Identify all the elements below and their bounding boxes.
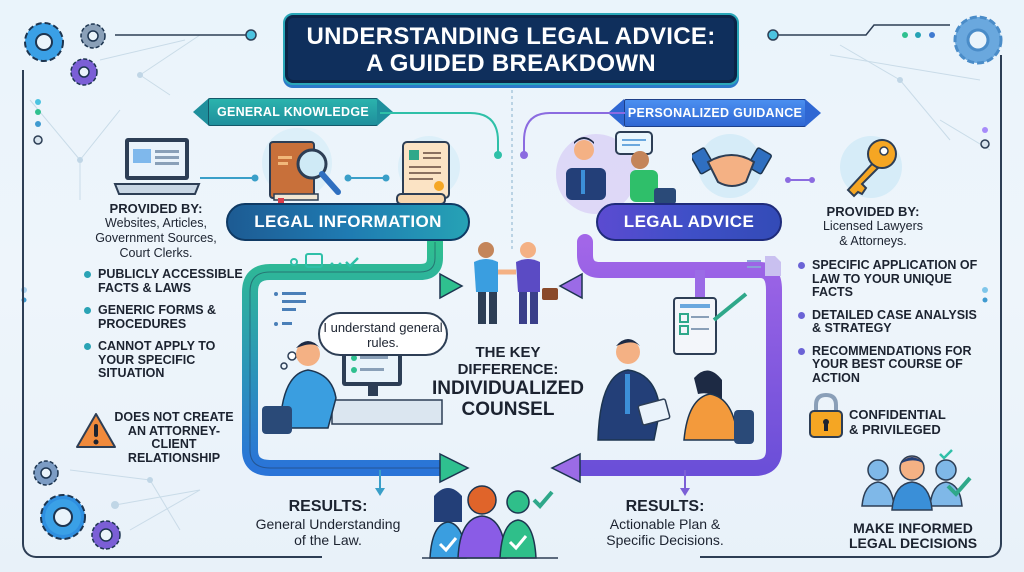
- bullet-item: DETAILED CASE ANALYSIS & STRATEGY: [796, 308, 982, 336]
- handshake-people-illustration: [474, 242, 558, 324]
- ribbon-personalized-guidance: PERSONALIZED GUIDANCE: [624, 99, 806, 127]
- chat-check-icons: [290, 253, 359, 268]
- right-provided-by: PROVIDED BY: Licensed Lawyers & Attorney…: [808, 204, 938, 249]
- gears-icon-top-left: [24, 22, 106, 86]
- document-icons: [747, 256, 781, 276]
- thought-bubble: I understand general rules.: [318, 312, 448, 356]
- key-icon: [846, 139, 897, 198]
- outcome-line: LEGAL DECISIONS: [848, 535, 978, 551]
- banner-legal-advice: LEGAL ADVICE: [596, 203, 782, 241]
- banner-legal-information: LEGAL INFORMATION: [226, 203, 470, 241]
- provided-by-label: PROVIDED BY:: [826, 204, 920, 219]
- gears-icon-bottom-left: [33, 460, 121, 550]
- key-difference-text: THE KEY DIFFERENCE: INDIVIDUALIZED COUNS…: [418, 344, 598, 420]
- title-line-2: A GUIDED BREAKDOWN: [366, 50, 656, 77]
- ribbon-general-knowledge: GENERAL KNOWLEDGE: [208, 98, 378, 126]
- results-line: Actionable Plan &: [609, 516, 721, 532]
- key-diff-line-1: THE KEY: [475, 344, 541, 361]
- provided-by-line: Government Sources,: [95, 231, 217, 245]
- icon-connector: [785, 177, 815, 183]
- padlock-icon: [809, 393, 843, 438]
- key-diff-line-4: COUNSEL: [461, 399, 555, 420]
- lawyer-client-illustration: [597, 292, 754, 444]
- ribbon-tail-right: [805, 99, 821, 127]
- page-title: UNDERSTANDING LEGAL ADVICE: A GUIDED BRE…: [283, 13, 739, 85]
- results-line: General Understanding: [255, 516, 401, 532]
- outcome-text: MAKE INFORMED LEGAL DECISIONS: [828, 521, 998, 551]
- confidential-line: CONFIDENTIAL: [849, 407, 946, 422]
- consultation-icon: [566, 131, 676, 204]
- bullet-item: CANNOT APPLY TO YOUR SPECIFIC SITUATION: [82, 339, 252, 381]
- provided-by-line: Websites, Articles,: [105, 216, 207, 230]
- provided-by-line: Licensed Lawyers: [822, 219, 924, 233]
- results-label: RESULTS:: [288, 498, 368, 515]
- title-line-1: UNDERSTANDING LEGAL ADVICE:: [306, 23, 716, 50]
- group-people-icon: [422, 485, 558, 559]
- key-diff-line-2: DIFFERENCE:: [457, 361, 559, 378]
- icon-connectors: [200, 174, 390, 182]
- bullet-item: GENERIC FORMS & PROCEDURES: [82, 303, 252, 331]
- gear-icon-top-right: [953, 15, 1003, 65]
- ribbon-tail-left: [193, 98, 209, 126]
- left-results: RESULTS: General Understanding of the La…: [248, 498, 408, 548]
- provided-by-line: & Attorneys.: [839, 234, 907, 248]
- laptop-icon: [113, 138, 201, 195]
- right-bullet-list: SPECIFIC APPLICATION OF LAW TO YOUR UNIQ…: [796, 258, 982, 394]
- left-frame: [22, 70, 322, 558]
- results-line: of the Law.: [294, 532, 362, 548]
- results-label: RESULTS:: [625, 498, 705, 515]
- key-diff-line-3: INDIVIDUALIZED: [432, 378, 584, 399]
- connector-right: [520, 112, 625, 159]
- confidential-text: CONFIDENTIAL & PRIVILEGED: [849, 407, 946, 437]
- left-provided-by: PROVIDED BY: Websites, Articles, Governm…: [82, 201, 230, 261]
- scroll-document-icon: [396, 141, 450, 205]
- provided-by-line: Court Clerks.: [119, 246, 193, 260]
- results-line: Specific Decisions.: [606, 532, 724, 548]
- provided-by-label: PROVIDED BY:: [109, 201, 203, 216]
- bullet-item: SPECIFIC APPLICATION OF LAW TO YOUR UNIQ…: [796, 258, 982, 300]
- outcome-line: MAKE INFORMED: [853, 520, 973, 536]
- warning-text: DOES NOT CREATE AN ATTORNEY-CLIENT RELAT…: [114, 410, 234, 465]
- left-bullet-list: PUBLICLY ACCESSIBLE FACTS & LAWS GENERIC…: [82, 267, 252, 390]
- bullet-item: RECOMMENDATIONS FOR YOUR BEST COURSE OF …: [796, 344, 982, 386]
- handshake-icon: [692, 147, 772, 187]
- bullet-item: PUBLICLY ACCESSIBLE FACTS & LAWS: [82, 267, 252, 295]
- right-results: RESULTS: Actionable Plan & Specific Deci…: [590, 498, 740, 548]
- warning-icon: [76, 413, 116, 448]
- connector-left: [380, 112, 502, 159]
- informed-decisions-people-icon: [861, 449, 972, 511]
- confidential-line: & PRIVILEGED: [849, 422, 941, 437]
- right-frame: [700, 55, 1002, 558]
